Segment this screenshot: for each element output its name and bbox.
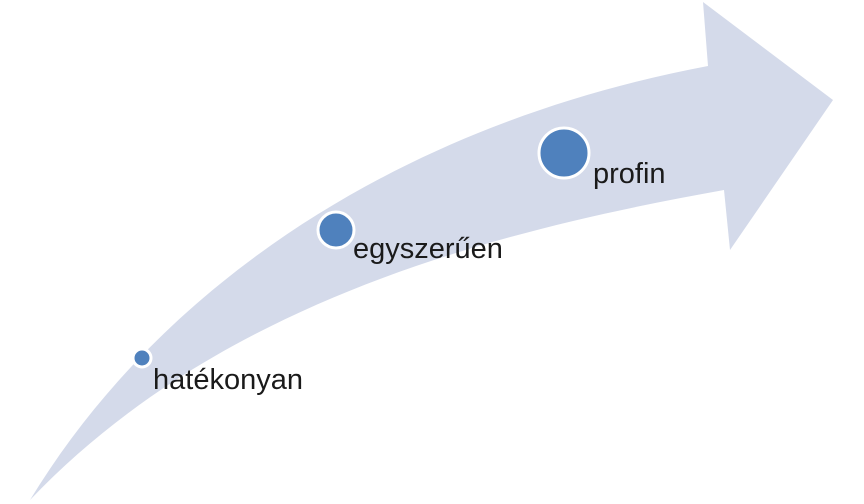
step-label-egyszeruen: egyszerűen bbox=[353, 233, 503, 265]
step-marker-egyszeruen bbox=[316, 210, 356, 250]
step-marker-profin bbox=[537, 126, 591, 180]
curved-arrow-shape bbox=[30, 2, 833, 500]
step-marker-hatekonyan bbox=[131, 347, 153, 369]
step-label-hatekonyan: hatékonyan bbox=[153, 364, 303, 396]
step-label-profin: profin bbox=[593, 158, 666, 190]
